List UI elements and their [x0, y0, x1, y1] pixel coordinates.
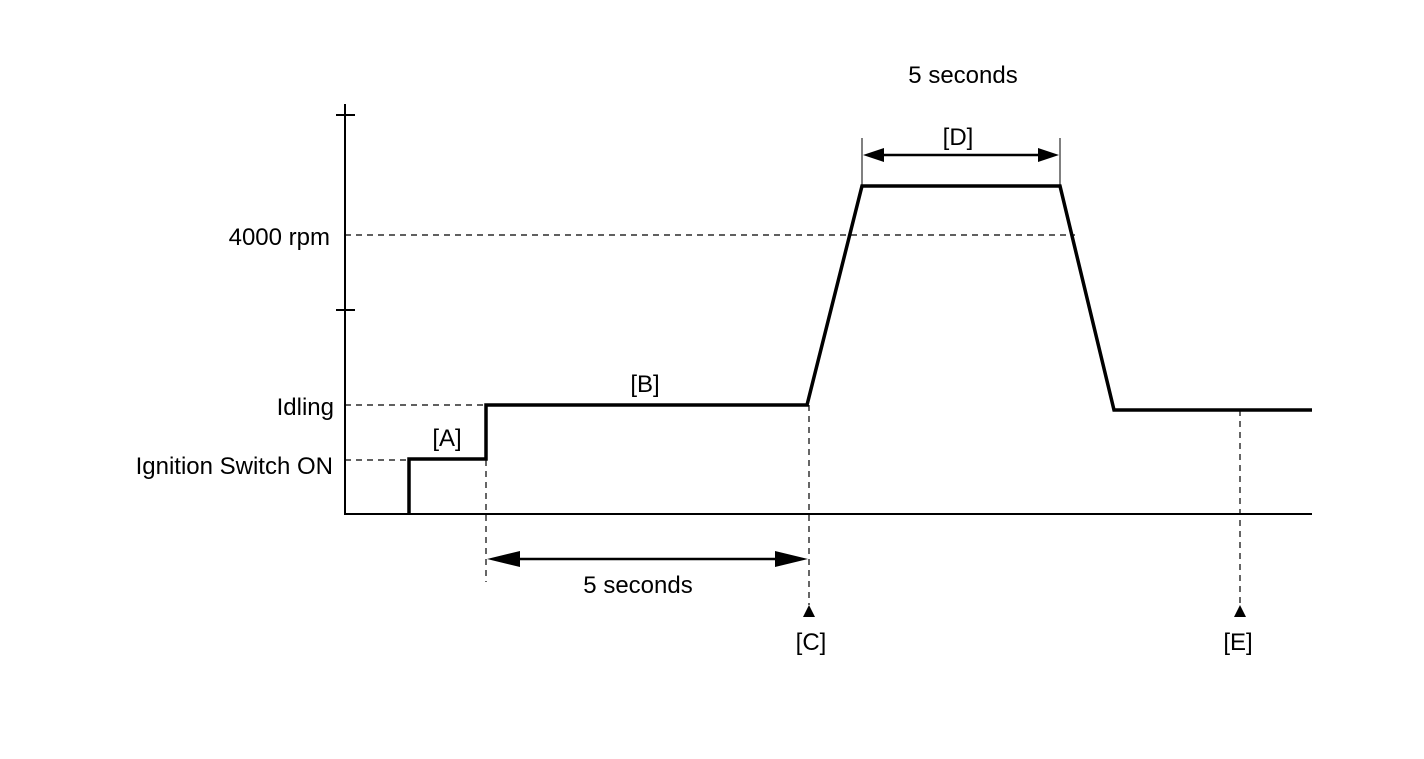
engine-speed-profile [407, 184, 1312, 514]
dimension-d [861, 138, 1061, 186]
dimension-bc-arrow-left [487, 551, 520, 567]
label-duration-d: 5 seconds [908, 62, 1017, 89]
dimension-d-arrow-right [1038, 148, 1059, 162]
marker-e-triangle [1234, 605, 1246, 617]
dimension-d-arrow-left [863, 148, 884, 162]
marker-c-triangle [803, 605, 815, 617]
label-idling: Idling [277, 394, 334, 421]
extension-lines [485, 405, 1241, 605]
label-rpm-4000: 4000 rpm [229, 224, 330, 251]
label-phase-d: [D] [943, 124, 974, 151]
dimension-bc-arrow-right [775, 551, 808, 567]
dimension-bc [487, 551, 808, 567]
label-phase-e: [E] [1223, 629, 1252, 656]
label-duration-bc: 5 seconds [583, 572, 692, 599]
axes [336, 104, 1312, 515]
label-phase-a: [A] [432, 425, 461, 452]
level-reference-lines [345, 234, 1075, 461]
label-phase-b: [B] [630, 371, 659, 398]
label-phase-c: [C] [796, 629, 827, 656]
label-ignition-switch-on: Ignition Switch ON [136, 453, 333, 480]
